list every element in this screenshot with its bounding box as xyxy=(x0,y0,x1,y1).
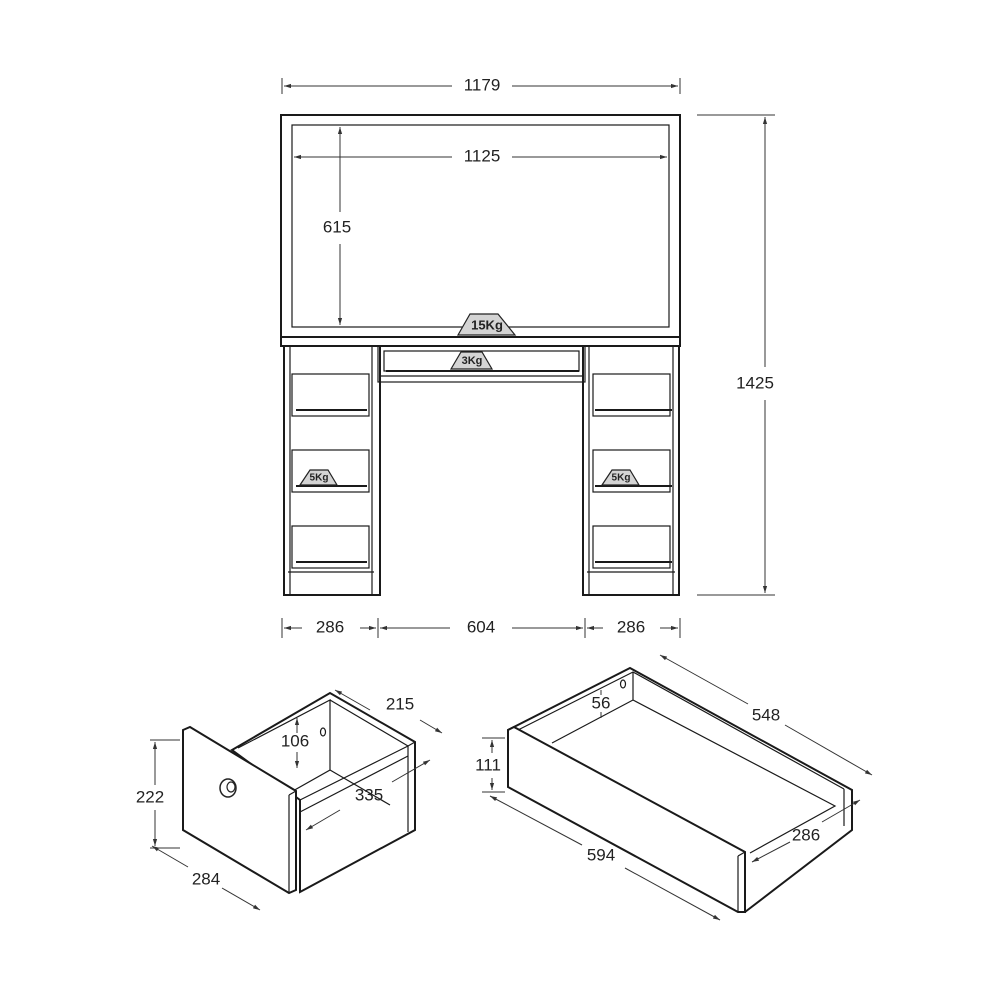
dimension-bottom-widths: 286 604 286 xyxy=(281,617,681,638)
dimension-side-drawer-inner-height: 106 xyxy=(281,718,309,768)
svg-text:594: 594 xyxy=(587,845,615,864)
screw-hole xyxy=(619,679,627,689)
right-drawer-1 xyxy=(592,373,671,417)
front-view: 15Kg 3Kg 5Kg 5Kg 1179 1125 6 xyxy=(280,75,775,638)
left-drawer-2 xyxy=(291,449,370,493)
dimension-side-drawer-width: 284 xyxy=(151,845,261,911)
svg-text:56: 56 xyxy=(592,693,611,712)
dimension-side-drawer-height: 222 xyxy=(136,739,180,849)
load-badge-right-drawer: 5Kg xyxy=(600,469,641,486)
dimension-overall-width: 1179 xyxy=(281,75,681,94)
dimension-center: 604 xyxy=(467,617,495,636)
svg-text:111: 111 xyxy=(475,755,501,774)
right-drawer-2 xyxy=(592,449,671,493)
dimension-mirror-width: 1125 xyxy=(294,146,667,165)
center-drawer-view: 111 594 548 56 286 xyxy=(475,654,873,921)
desktop xyxy=(280,336,681,347)
dimension-center-drawer-length: 594 xyxy=(489,795,721,921)
right-drawer-3 xyxy=(592,525,671,569)
left-drawer-1 xyxy=(291,373,370,417)
svg-text:215: 215 xyxy=(386,694,414,713)
dimension-right-pedestal: 286 xyxy=(617,617,645,636)
left-pedestal xyxy=(283,345,381,596)
dimension-overall-height: 1425 xyxy=(697,114,775,596)
svg-text:548: 548 xyxy=(752,705,780,724)
svg-text:5Kg: 5Kg xyxy=(612,473,631,484)
svg-text:1125: 1125 xyxy=(464,146,501,165)
dimension-center-drawer-inner-height: 56 xyxy=(592,690,611,718)
svg-text:286: 286 xyxy=(792,825,820,844)
svg-text:1425: 1425 xyxy=(736,373,774,392)
center-drawer-front xyxy=(377,345,586,383)
left-drawer-3 xyxy=(291,525,370,569)
dimension-center-drawer-inner-length: 548 xyxy=(659,654,873,776)
svg-text:5Kg: 5Kg xyxy=(310,473,329,484)
svg-text:106: 106 xyxy=(281,731,309,750)
right-pedestal xyxy=(582,345,680,596)
screw-hole xyxy=(319,727,327,737)
dimension-center-drawer-depth: 286 xyxy=(751,799,861,863)
svg-text:222: 222 xyxy=(136,787,164,806)
load-badge-left-drawer: 5Kg xyxy=(298,469,339,486)
svg-text:1179: 1179 xyxy=(464,75,501,94)
dimension-center-drawer-height: 111 xyxy=(475,737,505,793)
dimension-mirror-height: 615 xyxy=(323,127,351,325)
svg-text:15Kg: 15Kg xyxy=(471,317,503,332)
side-drawer-view: 222 284 215 106 335 xyxy=(136,689,443,911)
drawer-front-panel xyxy=(182,725,297,895)
dimension-side-drawer-inner-depth: 335 xyxy=(305,759,431,831)
drawer-front-panel xyxy=(507,725,746,913)
dimension-side-drawer-depth: 215 xyxy=(334,689,443,734)
dimension-left-pedestal: 286 xyxy=(316,617,344,636)
knob-icon xyxy=(219,778,237,798)
load-badge-desktop: 15Kg xyxy=(456,313,517,336)
svg-text:284: 284 xyxy=(192,869,220,888)
svg-text:615: 615 xyxy=(323,217,351,236)
svg-text:3Kg: 3Kg xyxy=(462,355,483,367)
svg-text:335: 335 xyxy=(355,785,383,804)
load-badge-center-drawer: 3Kg xyxy=(449,351,494,370)
